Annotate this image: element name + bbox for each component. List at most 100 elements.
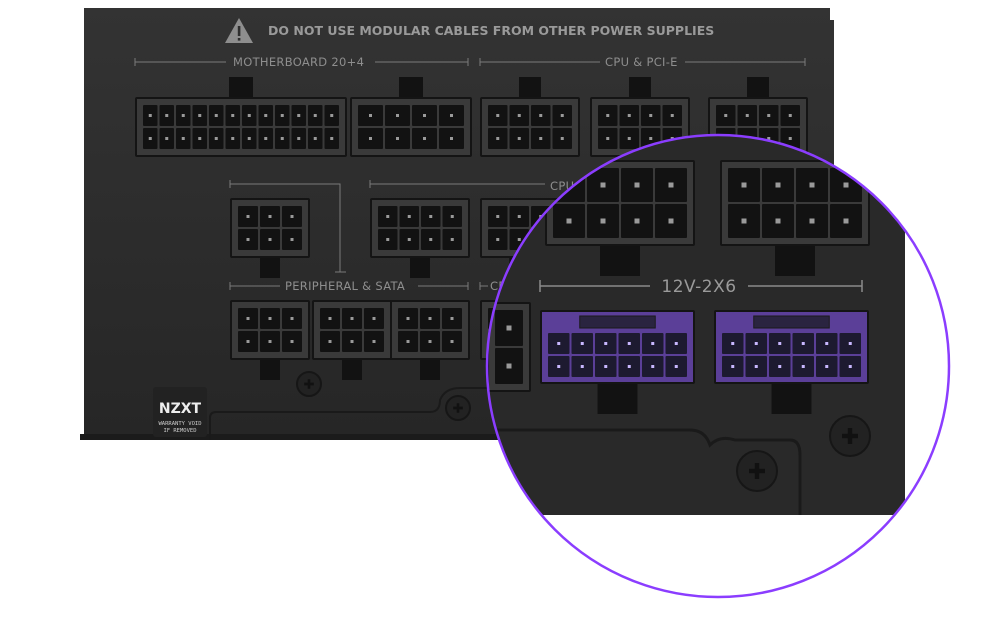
connector-pin <box>246 317 250 320</box>
connector-pin <box>649 137 653 140</box>
screw-icon <box>736 450 778 492</box>
connector-pin <box>198 137 202 140</box>
connector-pin <box>231 114 235 117</box>
connector-pin <box>517 215 521 218</box>
connector-pin <box>396 114 399 117</box>
connector-latch <box>519 77 541 101</box>
connector-pin <box>580 365 584 368</box>
connector-pin <box>406 340 410 343</box>
sense-pin-window <box>579 315 656 329</box>
label-motherboard: MOTHERBOARD 20+4 <box>233 55 364 69</box>
connector-pin <box>809 182 815 188</box>
connector-port <box>370 198 470 278</box>
connector-latch <box>410 254 430 278</box>
connector-pin <box>517 137 521 140</box>
connector-latch <box>771 380 812 414</box>
connector-port <box>230 300 310 380</box>
connector-pin <box>560 137 564 140</box>
connector-port <box>480 77 580 157</box>
connector-pin <box>372 340 376 343</box>
connector-pin <box>181 137 185 140</box>
connector-pin <box>496 238 500 241</box>
connector-pin <box>165 137 169 140</box>
connector-latch <box>342 356 362 380</box>
connector-pin <box>651 342 655 345</box>
connector-pin <box>557 342 561 345</box>
connector-pin <box>560 114 564 117</box>
connector-pin <box>674 365 678 368</box>
connector-pin <box>280 137 284 140</box>
connector-pin <box>600 218 606 224</box>
connector-pin <box>423 114 426 117</box>
zoom-magnifier: 12V-2X6 <box>487 135 949 597</box>
zoom-bracket <box>539 280 863 292</box>
connector-pin <box>247 114 251 117</box>
connector-pin <box>268 340 272 343</box>
connector-pin <box>674 342 678 345</box>
screw-icon <box>445 395 471 421</box>
connector-port <box>714 310 869 414</box>
connector-port <box>540 310 695 414</box>
connector-pin <box>369 114 372 117</box>
connector-pin <box>246 238 250 241</box>
connector-pin <box>604 365 608 368</box>
connector-pin <box>369 137 372 140</box>
screw-cross <box>749 463 765 479</box>
connector-pin <box>290 340 294 343</box>
connector-pin <box>557 365 561 368</box>
connector-latch <box>260 356 280 380</box>
connector-pin <box>517 114 521 117</box>
connector-pin <box>627 137 631 140</box>
panel-bottom-edge <box>80 434 840 440</box>
connector-pin <box>627 365 631 368</box>
connector-pin <box>246 215 250 218</box>
badge-brand: NZXT <box>159 401 202 417</box>
connector-latch <box>629 77 651 101</box>
connector-pin <box>297 137 301 140</box>
connector-pin <box>268 317 272 320</box>
connector-pin <box>330 114 334 117</box>
connector-pin <box>231 137 235 140</box>
connector-pin <box>450 137 453 140</box>
connector-pin <box>247 137 251 140</box>
screw-cross <box>842 428 858 444</box>
connector-pin <box>372 317 376 320</box>
sense-pin-window <box>753 315 830 329</box>
connector-pin <box>848 365 852 368</box>
connector-pin <box>767 137 771 140</box>
connector-pin <box>148 137 152 140</box>
connector-pin <box>450 340 454 343</box>
connector-pin <box>627 342 631 345</box>
connector-latch <box>597 380 638 414</box>
connector-pin <box>668 218 674 224</box>
badge-line1: WARRANTY VOID <box>158 421 201 427</box>
connector-pin <box>450 215 454 218</box>
connector-pin <box>297 114 301 117</box>
connector-pin <box>731 342 735 345</box>
connector-pin <box>198 114 202 117</box>
connector-pin <box>627 114 631 117</box>
connector-latch <box>600 242 640 276</box>
connector-port <box>487 302 531 392</box>
connector-pin <box>580 342 584 345</box>
connector-pin <box>328 340 332 343</box>
connector-pin <box>606 137 610 140</box>
connector-pin <box>407 215 411 218</box>
connector-pin <box>741 218 747 224</box>
connector-pin <box>496 137 500 140</box>
connector-pin <box>745 114 749 117</box>
connector-port <box>390 300 470 380</box>
panel-lip <box>209 387 500 440</box>
connector-pin <box>801 342 805 345</box>
connector-pin <box>775 182 781 188</box>
connector-port <box>135 77 347 157</box>
connector-pin <box>767 114 771 117</box>
connector-pin <box>290 317 294 320</box>
connector-pin <box>731 365 735 368</box>
badge-line2: IF REMOVED <box>163 428 196 434</box>
connector-port <box>312 300 392 380</box>
connector-pin <box>778 365 782 368</box>
connector-port <box>350 77 472 157</box>
connector-pin <box>214 114 218 117</box>
connector-pin <box>517 238 521 241</box>
